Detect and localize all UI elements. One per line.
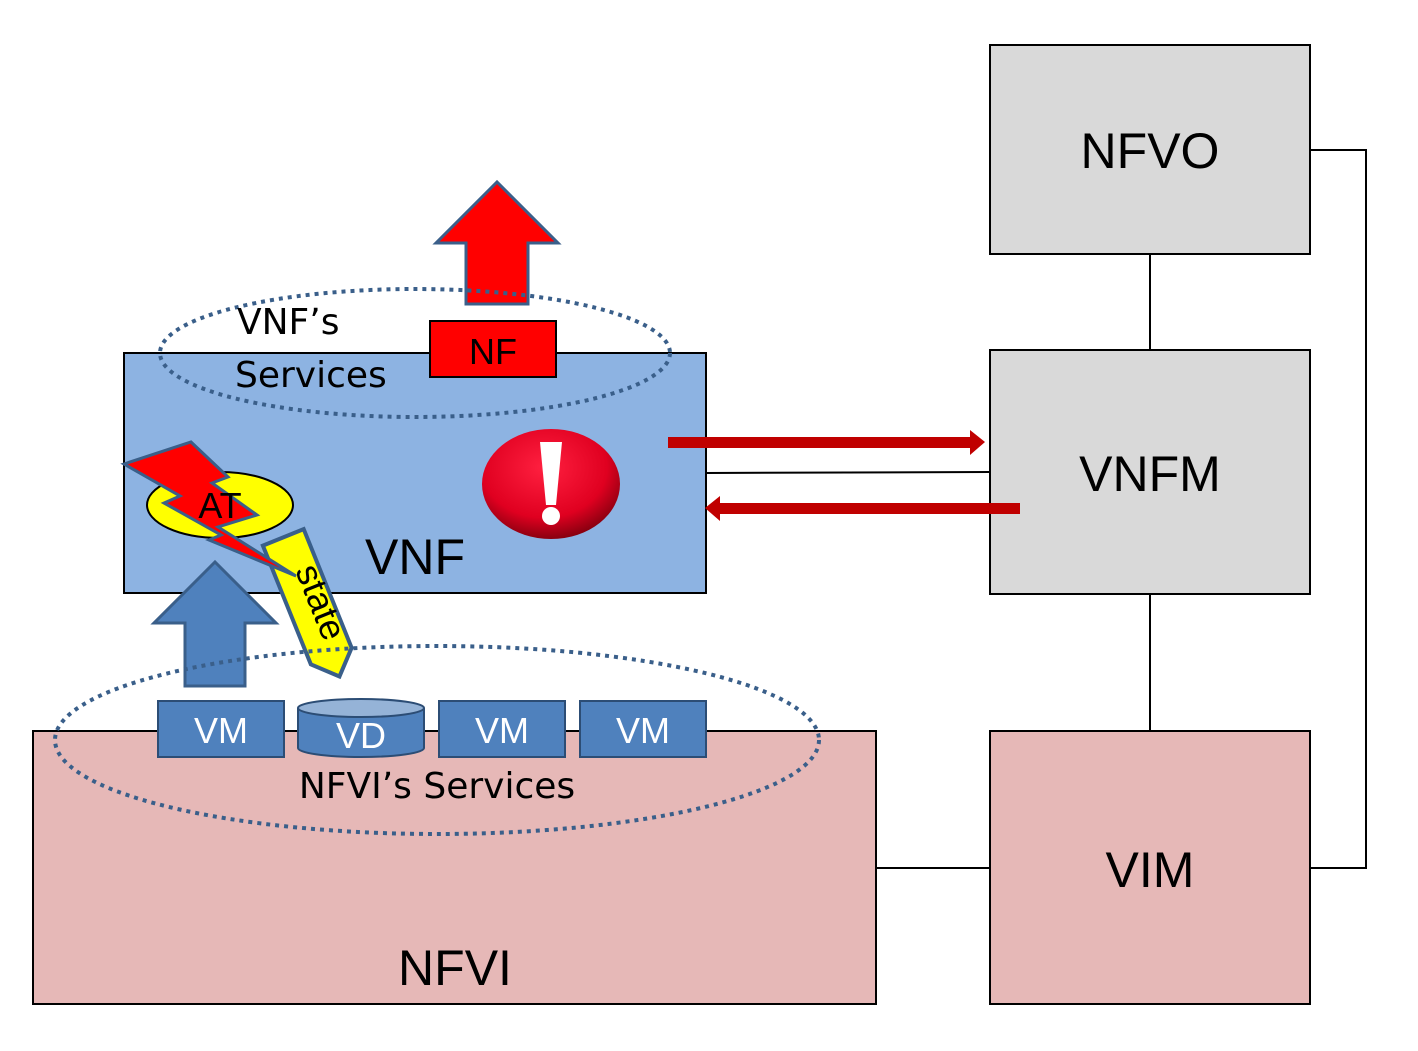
vd-label: VD — [336, 715, 386, 756]
vnf-label: VNF — [365, 529, 465, 585]
nf-label: NF — [469, 331, 517, 372]
vnfm-box[interactable]: VNFM — [989, 349, 1311, 595]
nfvi-services-ellipse — [53, 644, 821, 836]
vd-cylinder[interactable]: VD — [297, 698, 425, 758]
vm-label: VM — [194, 710, 248, 751]
vnfm-to-vnf-arrow — [705, 496, 1020, 521]
nfvi-services-label: NFVI’s Services — [299, 766, 575, 807]
vnf-services-label-1: VNF’s — [237, 302, 339, 343]
vnf-to-vnfm-arrow — [668, 430, 985, 455]
nf-output-arrow — [432, 179, 562, 306]
vnf-services-ellipse — [158, 287, 672, 419]
vm-box[interactable]: VM — [579, 700, 707, 758]
vm-label: VM — [616, 710, 670, 751]
vnfm-label: VNFM — [1079, 446, 1221, 502]
lightning-bolt-icon — [120, 440, 297, 578]
vm-box[interactable]: VM — [438, 700, 566, 758]
connectors — [705, 149, 1367, 869]
nfvi-to-vnf-arrow — [150, 559, 280, 688]
vim-label: VIM — [1106, 842, 1195, 898]
vm-box[interactable]: VM — [157, 700, 285, 758]
nfvo-box[interactable]: NFVO — [989, 44, 1311, 255]
exclamation-icon — [482, 429, 620, 539]
vim-box[interactable]: VIM — [989, 730, 1311, 1005]
nf-box[interactable]: NF — [429, 320, 557, 378]
vm-label: VM — [475, 710, 529, 751]
ellipse-label: AT — [198, 485, 241, 526]
vnf-services-label-2: Services — [235, 355, 387, 396]
nfvi-box[interactable]: NFVI — [32, 730, 877, 1005]
nfvi-label: NFVI — [398, 940, 512, 996]
state-arrow: state — [260, 526, 355, 680]
nfvo-label: NFVO — [1081, 123, 1220, 179]
